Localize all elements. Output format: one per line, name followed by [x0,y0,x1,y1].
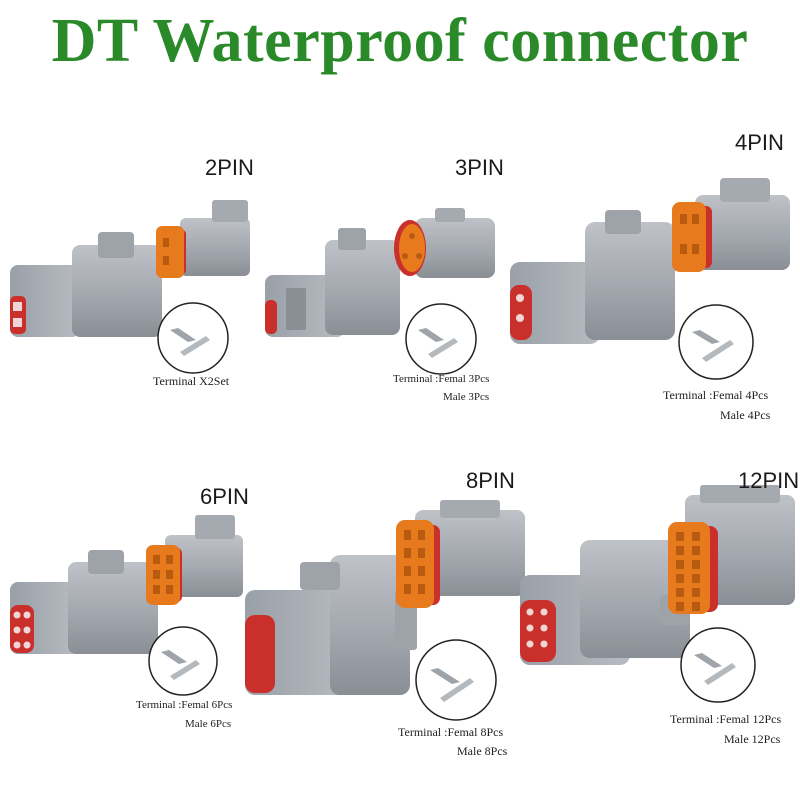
male-connector-4pin [510,210,675,344]
terminal-circle-2pin [157,302,229,374]
male-connector-2pin [10,232,162,337]
terminal-circle-6pin [148,626,218,696]
female-connector-8pin [396,500,525,608]
terminal-caption-3pin-female: Terminal :Femal 3Pcs [393,373,490,385]
terminal-caption-6pin-female: Terminal :Femal 6Pcs [136,699,233,711]
female-connector-6pin [146,515,243,605]
terminal-caption-6pin-male: Male 6Pcs [185,718,232,730]
terminal-circle-4pin [678,304,754,380]
terminal-caption-12pin-male: Male 12Pcs [724,732,781,746]
pin-label-12pin: 12PIN [738,468,800,493]
pin-label-6pin: 6PIN [200,484,249,509]
terminal-caption-2pin: Terminal X2Set [153,374,230,388]
terminal-caption-3pin-male: Male 3Pcs [443,391,490,403]
male-connector-8pin [245,555,417,695]
pin-label-2pin: 2PIN [205,155,254,180]
male-connector-6pin [10,550,158,654]
terminal-caption-4pin-male: Male 4Pcs [720,408,771,422]
pin-label-4pin: 4PIN [735,130,784,155]
male-connector-12pin [520,540,690,665]
terminal-caption-12pin-female: Terminal :Femal 12Pcs [670,712,782,726]
page-title: DT Waterproof connector [51,7,749,75]
terminal-caption-8pin-female: Terminal :Femal 8Pcs [398,725,504,739]
terminal-circle-12pin [680,627,756,703]
terminal-circle-8pin [415,639,497,721]
female-connector-12pin [668,485,795,614]
female-connector-3pin [394,208,495,278]
female-connector-2pin [156,200,250,278]
terminal-caption-4pin-female: Terminal :Femal 4Pcs [663,388,769,402]
female-connector-4pin [672,178,790,272]
pin-label-8pin: 8PIN [466,468,515,493]
pin-label-3pin: 3PIN [455,155,504,180]
male-connector-3pin [265,228,400,337]
terminal-circle-3pin [405,303,477,375]
terminal-caption-8pin-male: Male 8Pcs [457,744,508,758]
